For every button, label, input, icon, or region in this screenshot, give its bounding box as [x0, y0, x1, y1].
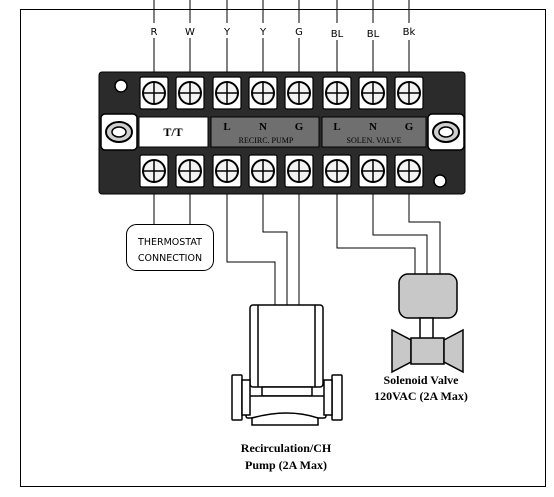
pump-terminal-n: N [259, 121, 267, 133]
pump-terminal-l: L [223, 121, 230, 133]
pump-base [251, 412, 319, 426]
terminal-block: T/T L N G L N G RECIRC. PUMP SOLEN. VALV… [98, 71, 466, 195]
solenoid-caption-line1: Solenoid Valve [383, 373, 459, 387]
thermostat-label-line2: CONNECTION [138, 253, 202, 264]
solenoid-caption-line2: 120VAC (2A Max) [374, 389, 468, 403]
terminal-screw-bottom-5 [284, 154, 314, 188]
pump-group-label: RECIRC. PUMP [239, 136, 294, 145]
pump-flange-right [331, 374, 343, 421]
pump-neck [261, 386, 313, 397]
terminal-screw-bottom-6 [322, 154, 352, 188]
terminal-screw-bottom-2 [175, 154, 205, 188]
terminal-screw-top-5 [284, 76, 314, 110]
valve-terminal-n: N [369, 121, 377, 133]
terminal-screw-top-2 [175, 76, 205, 110]
wire-label-r: R [151, 27, 158, 38]
valve-terminal-l: L [333, 121, 340, 133]
pump-group-panel [210, 116, 320, 148]
pump-outlet-pipe [323, 379, 333, 416]
wire-label-g: G [295, 27, 303, 38]
solenoid-coil [398, 273, 458, 319]
terminal-screw-top-1 [139, 76, 169, 110]
valve-terminal-g: G [405, 121, 414, 133]
valve-group-panel [321, 116, 427, 148]
thermostat-connection-box: THERMOSTAT CONNECTION [126, 224, 214, 271]
valve-group-label: SOLEN. VALVE [347, 136, 402, 145]
thermostat-label-line1: THERMOSTAT [137, 237, 202, 248]
wire-label-bl1: BL [331, 29, 344, 40]
solenoid-body-right [443, 328, 464, 374]
incoming-wires [153, 0, 410, 74]
pump-caption-line1: Recirculation/CH [241, 441, 332, 455]
wire-label-w: W [185, 27, 195, 38]
solenoid-valve: Solenoid Valve 120VAC (2A Max) [374, 273, 468, 403]
terminal-screw-bottom-7 [358, 154, 388, 188]
corner-hole-top-left [114, 79, 128, 93]
terminal-screw-bottom-8 [394, 154, 424, 188]
terminal-screw-bottom-3 [212, 154, 242, 188]
terminal-screw-top-8 [394, 76, 424, 110]
outgoing-wires [153, 194, 441, 305]
pump-inlet-pipe [241, 379, 251, 416]
wire-label-bk: Bk [403, 27, 416, 38]
recirculation-pump [231, 304, 343, 426]
terminal-screw-top-4 [248, 76, 278, 110]
solenoid-body-center [410, 337, 445, 365]
terminal-screw-bottom-4 [248, 154, 278, 188]
wire-label-y2: Y [259, 27, 267, 38]
wire-label-bl2: BL [367, 29, 380, 40]
tt-label: T/T [163, 125, 182, 139]
tt-label-panel [138, 116, 209, 148]
wire-label-y1: Y [223, 27, 231, 38]
terminal-screw-top-6 [322, 76, 352, 110]
terminal-screw-top-3 [212, 76, 242, 110]
pump-motor-housing [249, 304, 324, 388]
pump-terminal-g: G [295, 121, 304, 133]
corner-hole-bottom-right [433, 174, 447, 188]
terminal-screw-top-7 [358, 76, 388, 110]
top-screw-row [139, 76, 424, 110]
pump-caption-line2: Pump (2A Max) [245, 458, 327, 472]
bottom-screw-row [139, 154, 424, 188]
terminal-screw-bottom-1 [139, 154, 169, 188]
solenoid-stem [419, 317, 434, 341]
pump-flange-left [231, 374, 243, 421]
